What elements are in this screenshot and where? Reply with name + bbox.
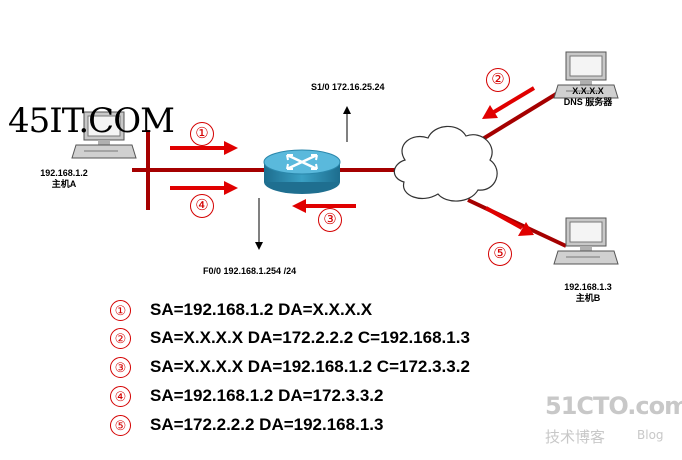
brand-subtitle: 技术博客 [545, 428, 606, 446]
legend-num-2: ② [110, 328, 131, 349]
router-icon [263, 149, 341, 194]
step-arrow-1 [170, 141, 238, 155]
legend-text-1: SA=192.168.1.2 DA=X.X.X.X [150, 300, 373, 319]
host-a-ip: 192.168.1.2 [40, 168, 88, 178]
dns-server-computer-icon [553, 51, 619, 99]
step-marker-2: ② [486, 68, 510, 92]
legend-num-3: ③ [110, 357, 131, 378]
brand-logo-text: 51CTO.com [545, 392, 682, 420]
brand-blog: Blog [637, 428, 664, 442]
host-b-name: 主机B [575, 293, 601, 303]
step-marker-5: ⑤ [488, 242, 512, 266]
router-f00-label: F0/0 192.168.1.254 /24 [203, 266, 297, 276]
dns-ip: X.X.X.X [572, 86, 604, 96]
legend-text-4: SA=192.168.1.2 DA=172.3.3.2 [150, 386, 384, 405]
host-a-name: 主机A [51, 179, 77, 189]
host-b-label: 192.168.1.3 主机B [548, 282, 628, 304]
legend-num-5: ⑤ [110, 415, 131, 436]
internet-cloud [393, 125, 498, 202]
step-marker-4: ④ [190, 194, 214, 218]
host-a-label: 192.168.1.2 主机A [34, 168, 94, 190]
dns-name: DNS 服务器 [563, 97, 613, 107]
legend-num-4: ④ [110, 386, 131, 407]
router-s10-label: S1/0 172.16.25.24 [311, 82, 385, 92]
step-arrow-3 [292, 199, 356, 213]
legend-text-3: SA=X.X.X.X DA=192.168.1.2 C=172.3.3.2 [150, 357, 470, 376]
step-arrow-4 [170, 181, 238, 195]
legend-num-1: ① [110, 300, 131, 321]
step-marker-3: ③ [318, 208, 342, 232]
site-watermark: 45IT.COM [8, 101, 175, 141]
legend-text-2: SA=X.X.X.X DA=172.2.2.2 C=192.168.1.3 [150, 328, 470, 347]
step-arrow-2 [482, 86, 536, 119]
step-arrows [170, 86, 536, 236]
dns-server-label: X.X.X.X DNS 服务器 [548, 86, 628, 108]
host-b-computer-icon [553, 217, 619, 265]
link-lines [132, 86, 568, 248]
step-arrow-5 [485, 206, 534, 236]
host-a-computer-icon [71, 111, 137, 159]
host-b-ip: 192.168.1.3 [564, 282, 612, 292]
legend-text-5: SA=172.2.2.2 DA=192.168.1.3 [150, 415, 384, 434]
step-marker-1: ① [190, 122, 214, 146]
